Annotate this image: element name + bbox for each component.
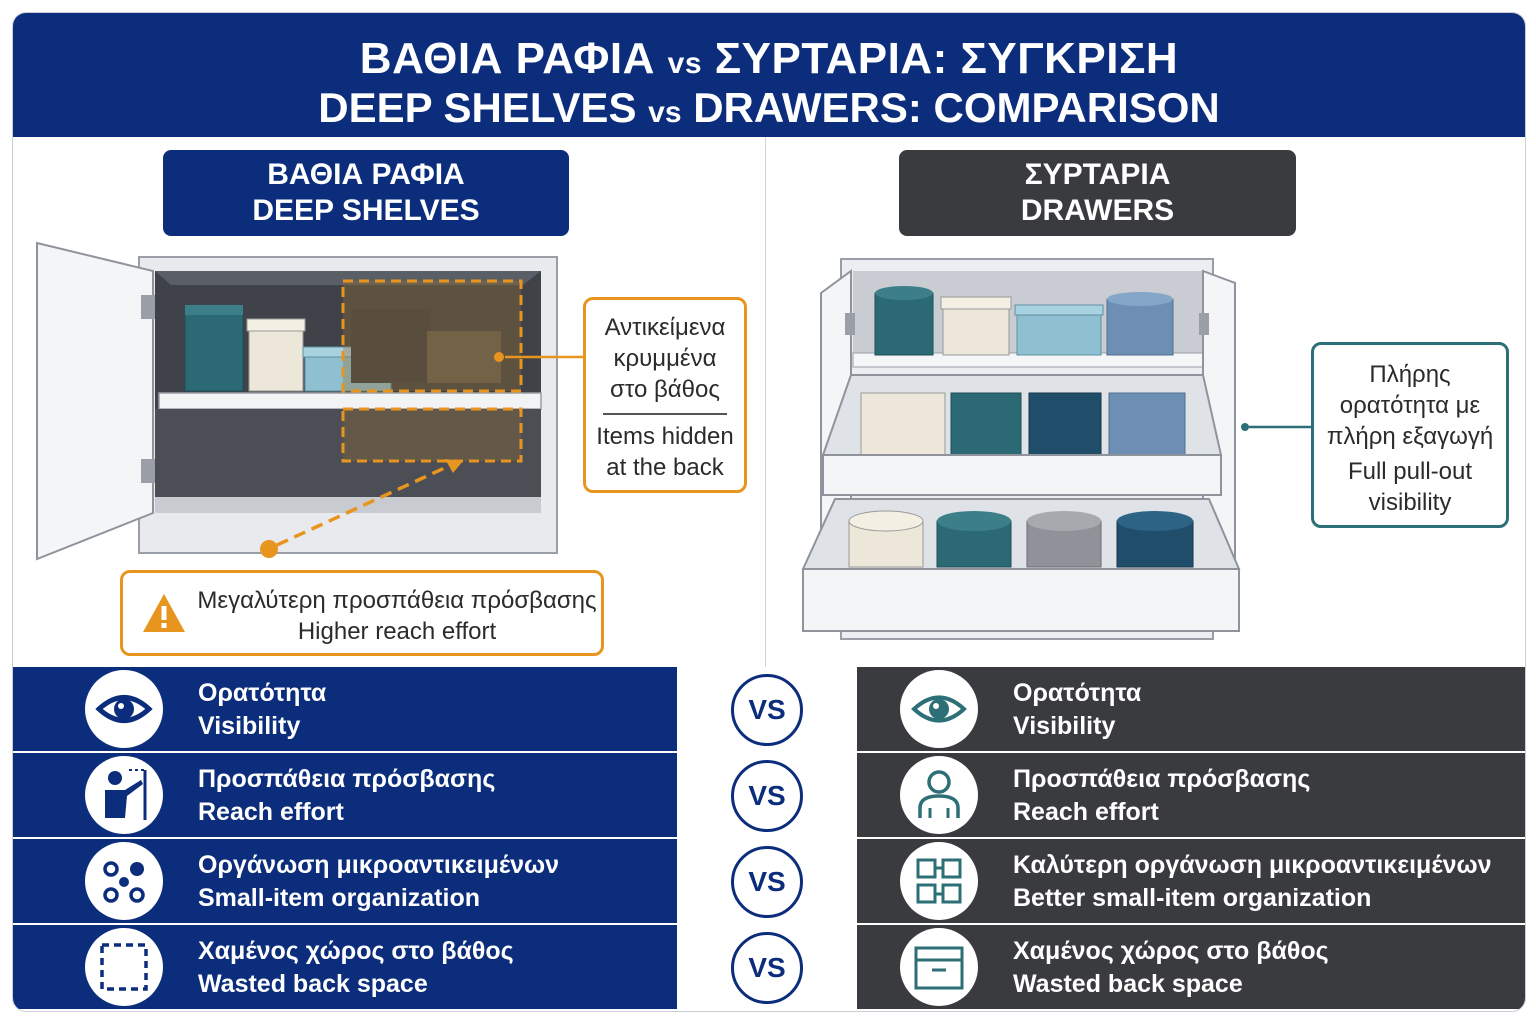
comparison-row-reach-effort: Προσπάθεια πρόσβασης Reach effort VS Προ… (13, 753, 1525, 837)
callout-hidden-english-line-1: Items hidden (596, 423, 734, 450)
row-label-greek: Χαμένος χώρος στο βάθος (1013, 937, 1329, 965)
items-hidden-callout: Αντικείμενα κρυμμένα στο βάθος Items hid… (583, 297, 747, 493)
drawer-box-icon (900, 928, 978, 1006)
person-icon (900, 756, 978, 834)
row-label-greek: Οργάνωση μικροαντικειμένων (198, 851, 560, 879)
callout-visible-greek-line-2: ορατότητα με (1339, 392, 1481, 419)
row-text: Οργάνωση μικροαντικειμένων Small-item or… (198, 849, 559, 915)
title-greek-part-a: ΒΑΘΙΑ ΡΑΦΙΑ (359, 34, 655, 83)
drawer-cabinet-illustration (801, 258, 1311, 640)
row-text: Χαμένος χώρος στο βάθος Wasted back spac… (198, 935, 514, 1001)
drawers-cell: Προσπάθεια πρόσβασης Reach effort (857, 753, 1525, 837)
drawers-cell: Καλύτερη οργάνωση μικροαντικειμένων Bett… (857, 839, 1525, 923)
full-visibility-callout: Πλήρης ορατότητα με πλήρη εξαγωγή Full p… (1311, 342, 1509, 528)
title-english-vs: vs (648, 96, 682, 129)
comparison-table: Ορατότητα Visibility VS Ορατότητα Visibi… (13, 667, 1525, 1011)
comparison-row-small-item-organization: Οργάνωση μικροαντικειμένων Small-item or… (13, 839, 1525, 923)
deep-shelves-title-english: DEEP SHELVES (252, 194, 480, 227)
row-label-greek: Χαμένος χώρος στο βάθος (198, 937, 514, 965)
drawers-cell: Χαμένος χώρος στο βάθος Wasted back spac… (857, 925, 1525, 1009)
drawers-cell: Ορατότητα Visibility (857, 667, 1525, 751)
deep-shelves-cell: Χαμένος χώρος στο βάθος Wasted back spac… (13, 925, 677, 1009)
row-label-english: Visibility (198, 712, 301, 740)
callout-hidden-english-line-2: at the back (606, 454, 724, 481)
title-english-part-b: DRAWERS: COMPARISON (693, 84, 1220, 131)
row-label-greek: Προσπάθεια πρόσβασης (198, 765, 496, 793)
callout-visible-greek-line-3: πλήρη εξαγωγή (1326, 423, 1494, 450)
vs-badge: VS (731, 674, 803, 746)
scattered-items-icon (85, 842, 163, 920)
row-label-english: Better small-item organization (1013, 884, 1372, 912)
vs-badge: VS (731, 760, 803, 832)
cabinet-illustrations (36, 241, 1311, 640)
deep-shelves-title-greek: ΒΑΘΙΑ ΡΑΦΙΑ (267, 158, 465, 191)
callout-hidden-greek-line-1: Αντικείμενα (604, 314, 726, 341)
deep-shelves-cell: Προσπάθεια πρόσβασης Reach effort (13, 753, 677, 837)
eye-icon (85, 670, 163, 748)
row-label-english: Reach effort (1013, 798, 1159, 826)
row-label-english: Small-item organization (198, 884, 480, 912)
callout-visible-greek-line-1: Πλήρης (1369, 361, 1451, 388)
infographic-frame: ΒΑΘΙΑ ΡΑΦΙΑ vs ΣΥΡΤΑΡΙΑ: ΣΥΓΚΡΙΣΗ DEEP S… (12, 12, 1526, 1012)
comparison-row-visibility: Ορατότητα Visibility VS Ορατότητα Visibi… (13, 667, 1525, 751)
person-reaching-icon (85, 756, 163, 834)
vs-cell: VS (677, 667, 857, 751)
deep-shelf-cabinet-illustration (36, 241, 583, 561)
callout-visible-english-line-1: Full pull-out (1347, 458, 1473, 485)
callout-hidden-greek-line-3: στο βάθος (610, 376, 720, 403)
title-greek: ΒΑΘΙΑ ΡΑΦΙΑ vs ΣΥΡΤΑΡΙΑ: ΣΥΓΚΡΙΣΗ (13, 35, 1525, 88)
drawers-title-greek: ΣΥΡΤΑΡΙΑ (1024, 158, 1171, 191)
row-label-english: Wasted back space (198, 970, 428, 998)
vs-badge: VS (731, 932, 803, 1004)
warning-icon (143, 594, 185, 632)
panel-divider (765, 137, 766, 667)
row-text: Προσπάθεια πρόσβασης Reach effort (1013, 763, 1310, 829)
deep-shelves-cell: Οργάνωση μικροαντικειμένων Small-item or… (13, 839, 677, 923)
comparison-row-wasted-back-space: Χαμένος χώρος στο βάθος Wasted back spac… (13, 925, 1525, 1009)
reach-effort-callout: Μεγαλύτερη προσπάθεια πρόσβασης Higher r… (120, 570, 604, 656)
row-label-english: Wasted back space (1013, 970, 1243, 998)
vs-cell: VS (677, 839, 857, 923)
title-english-part-a: DEEP SHELVES (318, 84, 637, 131)
row-text: Καλύτερη οργάνωση μικροαντικειμένων Bett… (1013, 849, 1492, 915)
callout-separator (603, 413, 727, 415)
deep-shelves-cell: Ορατότητα Visibility (13, 667, 677, 751)
drawers-title: ΣΥΡΤΑΡΙΑ DRAWERS (899, 150, 1296, 236)
row-text: Προσπάθεια πρόσβασης Reach effort (198, 763, 495, 829)
callout-effort-greek: Μεγαλύτερη προσπάθεια πρόσβασης (197, 587, 597, 614)
callout-effort-english: Higher reach effort (297, 618, 497, 645)
row-label-greek: Ορατότητα (198, 679, 327, 707)
eye-icon (900, 670, 978, 748)
title-greek-vs: vs (667, 47, 703, 80)
drawers-title-english: DRAWERS (1020, 194, 1175, 227)
row-label-english: Visibility (1013, 712, 1116, 740)
deep-shelves-title: ΒΑΘΙΑ ΡΑΦΙΑ DEEP SHELVES (163, 150, 569, 236)
vs-cell: VS (677, 925, 857, 1009)
vs-badge: VS (731, 846, 803, 918)
row-label-greek: Ορατότητα (1013, 679, 1142, 707)
title-english: DEEP SHELVES vs DRAWERS: COMPARISON (13, 85, 1525, 136)
row-label-greek: Καλύτερη οργάνωση μικροαντικειμένων (1013, 851, 1492, 879)
title-greek-part-b: ΣΥΡΤΑΡΙΑ: ΣΥΓΚΡΙΣΗ (714, 34, 1179, 83)
header-banner: ΒΑΘΙΑ ΡΑΦΙΑ vs ΣΥΡΤΑΡΙΑ: ΣΥΓΚΡΙΣΗ DEEP S… (13, 13, 1525, 137)
row-text: Ορατότητα Visibility (198, 677, 326, 743)
dashed-square-icon (85, 928, 163, 1006)
row-text: Χαμένος χώρος στο βάθος Wasted back spac… (1013, 935, 1329, 1001)
callout-hidden-greek-line-2: κρυμμένα (613, 345, 717, 372)
grid-organizer-icon (900, 842, 978, 920)
callout-visible-english-line-2: visibility (1368, 489, 1452, 516)
vs-cell: VS (677, 753, 857, 837)
row-text: Ορατότητα Visibility (1013, 677, 1141, 743)
row-label-english: Reach effort (198, 798, 344, 826)
row-label-greek: Προσπάθεια πρόσβασης (1013, 765, 1311, 793)
